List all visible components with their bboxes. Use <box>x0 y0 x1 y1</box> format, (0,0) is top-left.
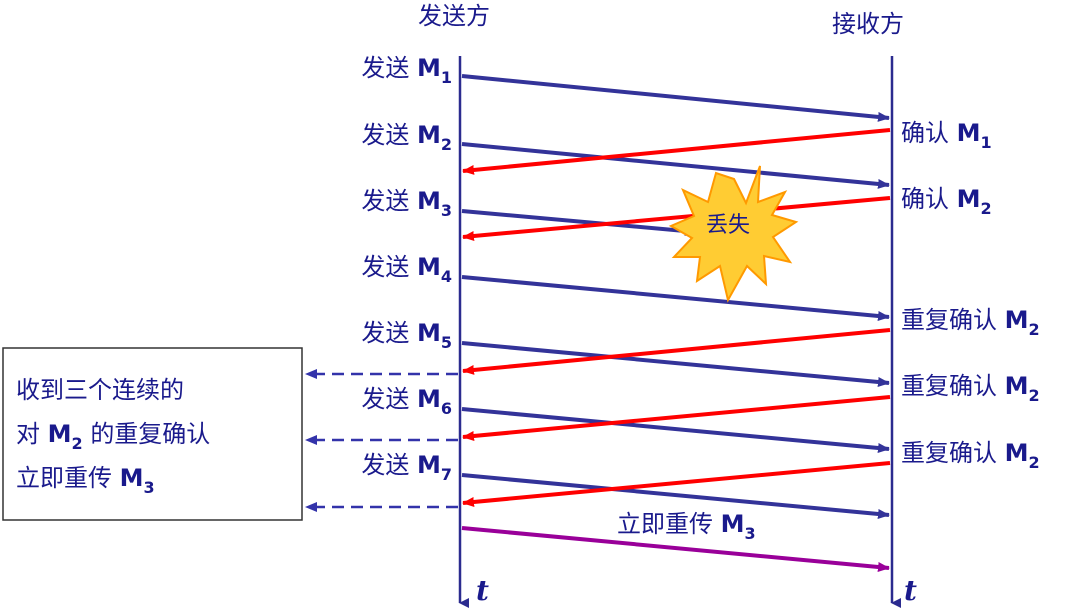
ack-arrow-3 <box>462 328 891 375</box>
data-arrow-m6 <box>461 407 890 453</box>
dashed-arrows <box>305 369 458 512</box>
note-box: 收到三个连续的 对 M2 的重复确认 立即重传 M3 <box>2 347 303 521</box>
receiver-time-label: t <box>904 574 917 607</box>
ack-arrow-2 <box>462 196 891 241</box>
note-box-frame <box>2 347 303 521</box>
ack-arrows <box>462 128 891 507</box>
note-line-1: 收到三个连续的 <box>16 376 184 404</box>
retransmit-label: 立即重传 M3 <box>617 510 756 543</box>
ack-labels: 确认 M1 确认 M2 重复确认 M2 重复确认 M2 重复确认 M2 <box>901 119 1040 472</box>
data-arrow-m4 <box>461 275 890 321</box>
data-arrow-m7 <box>461 473 890 519</box>
send-label-m2: 发送 M2 <box>361 121 452 154</box>
ack-label-3: 重复确认 M2 <box>901 306 1040 339</box>
ack-label-1: 确认 M1 <box>901 119 992 152</box>
ack-label-5: 重复确认 M2 <box>901 439 1040 472</box>
burst-icon <box>668 165 799 303</box>
receiver-title: 接收方 <box>832 10 904 38</box>
send-label-m7: 发送 M7 <box>361 451 452 484</box>
ack-label-2: 确认 M2 <box>901 185 992 218</box>
data-arrow-m5 <box>461 341 890 387</box>
note-line-2: 对 M2 的重复确认 <box>16 420 210 453</box>
ack-arrow-4 <box>462 395 891 441</box>
data-arrow-m3-lost <box>461 209 697 236</box>
data-arrow-m2 <box>461 142 890 189</box>
data-arrow-m1 <box>461 74 890 122</box>
data-arrows <box>461 74 890 519</box>
lost-label: 丢失 <box>706 213 750 238</box>
send-label-m6: 发送 M6 <box>361 385 452 418</box>
send-label-m5: 发送 M5 <box>361 319 452 352</box>
loss-burst: 丢失 <box>668 165 799 303</box>
ack-label-4: 重复确认 M2 <box>901 372 1040 405</box>
note-line-3: 立即重传 M3 <box>16 464 155 497</box>
send-label-m4: 发送 M4 <box>361 253 452 286</box>
send-label-m1: 发送 M1 <box>361 54 452 87</box>
send-labels: 发送 M1 发送 M2 发送 M3 发送 M4 发送 M5 发送 M6 发送 M7 <box>361 54 452 484</box>
retransmit-arrow <box>461 526 890 572</box>
ack-arrow-5 <box>462 461 891 507</box>
sender-title: 发送方 <box>418 2 490 30</box>
ack-arrow-1 <box>462 128 891 175</box>
send-label-m3: 发送 M3 <box>361 187 452 220</box>
sender-time-label: t <box>476 574 489 607</box>
